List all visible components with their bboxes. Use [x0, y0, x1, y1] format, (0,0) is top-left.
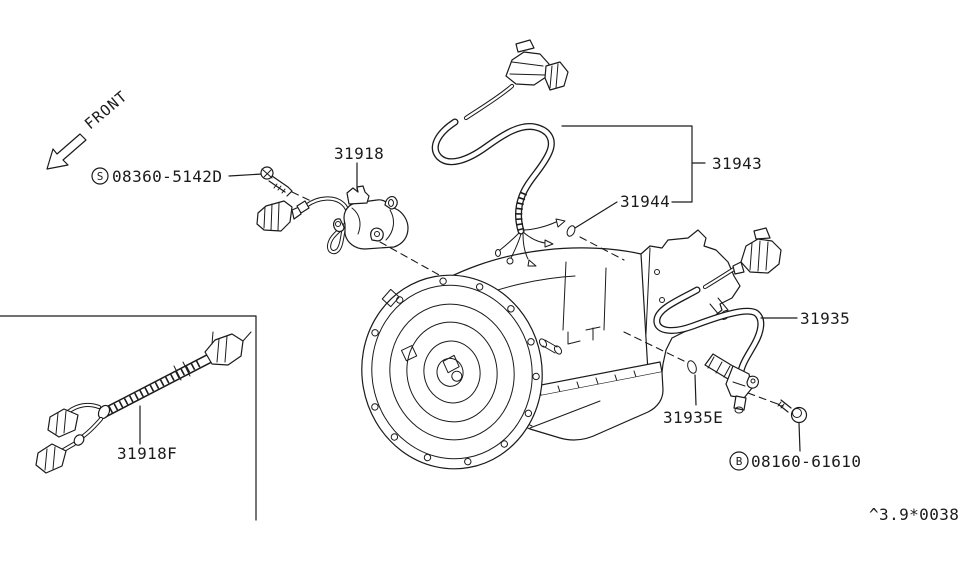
harness-ring-part [566, 225, 576, 237]
label-o-ring[interactable]: 31935E [663, 374, 723, 427]
dash-transmission-to-oring [623, 331, 685, 362]
leader-31935e [694, 374, 697, 406]
transmission-drawing [361, 229, 741, 470]
prefix-b-text: B [736, 455, 743, 468]
dash-harness-to-transmission [579, 236, 625, 261]
label-terminal-assy[interactable]: 31918F [117, 405, 177, 463]
front-indicator: FRONT [46, 87, 131, 170]
inset-box-border [0, 315, 257, 521]
prefix-circle-s [91, 167, 109, 185]
leader-bolt-b [798, 422, 801, 452]
inhibitor-switch-drawing [256, 185, 451, 282]
dash-sensor-to-bolt [747, 392, 784, 407]
bolt-b-drawing [777, 399, 808, 424]
leader-bolt-s [228, 173, 263, 177]
dash-bolt-to-switch [291, 191, 312, 202]
inset-box [0, 315, 257, 521]
part-number-08360: 08360-5142D [112, 167, 222, 186]
prefix-s-text: S [97, 170, 104, 183]
bolt-s-drawing [260, 166, 312, 202]
part-number-31944: 31944 [620, 192, 670, 211]
front-label: FRONT [81, 87, 131, 133]
dash-switch-to-transmission [379, 241, 451, 282]
doc-code: ^3.9*0038 [869, 505, 959, 524]
label-bolt-s[interactable]: S 08360-5142D [91, 167, 263, 186]
label-inhibitor-switch[interactable]: 31918 [334, 144, 384, 190]
part-number-31943: 31943 [712, 154, 762, 173]
o-ring-drawing [687, 360, 697, 374]
sub-harness-31918f-drawing [35, 331, 252, 474]
bracket-31943 [561, 125, 706, 203]
part-number-31935: 31935 [800, 309, 850, 328]
label-revolution-sensor[interactable]: 31935 [760, 309, 850, 328]
part-number-31918f: 31918F [117, 444, 177, 463]
label-harness-assy[interactable]: 31943 [561, 125, 762, 203]
part-number-31935e: 31935E [663, 408, 723, 427]
leader-31944 [574, 201, 618, 229]
front-arrow-icon [46, 133, 87, 170]
harness-31943-drawing [435, 39, 625, 267]
label-bolt-b[interactable]: B 08160-61610 [729, 422, 861, 471]
bell-housing [361, 274, 543, 470]
part-number-08160: 08160-61610 [751, 452, 861, 471]
part-number-31918: 31918 [334, 144, 384, 163]
label-harness-ring[interactable]: 31944 [574, 192, 670, 229]
sensor-31935-drawing [623, 227, 784, 414]
prefix-circle-b [729, 451, 749, 471]
